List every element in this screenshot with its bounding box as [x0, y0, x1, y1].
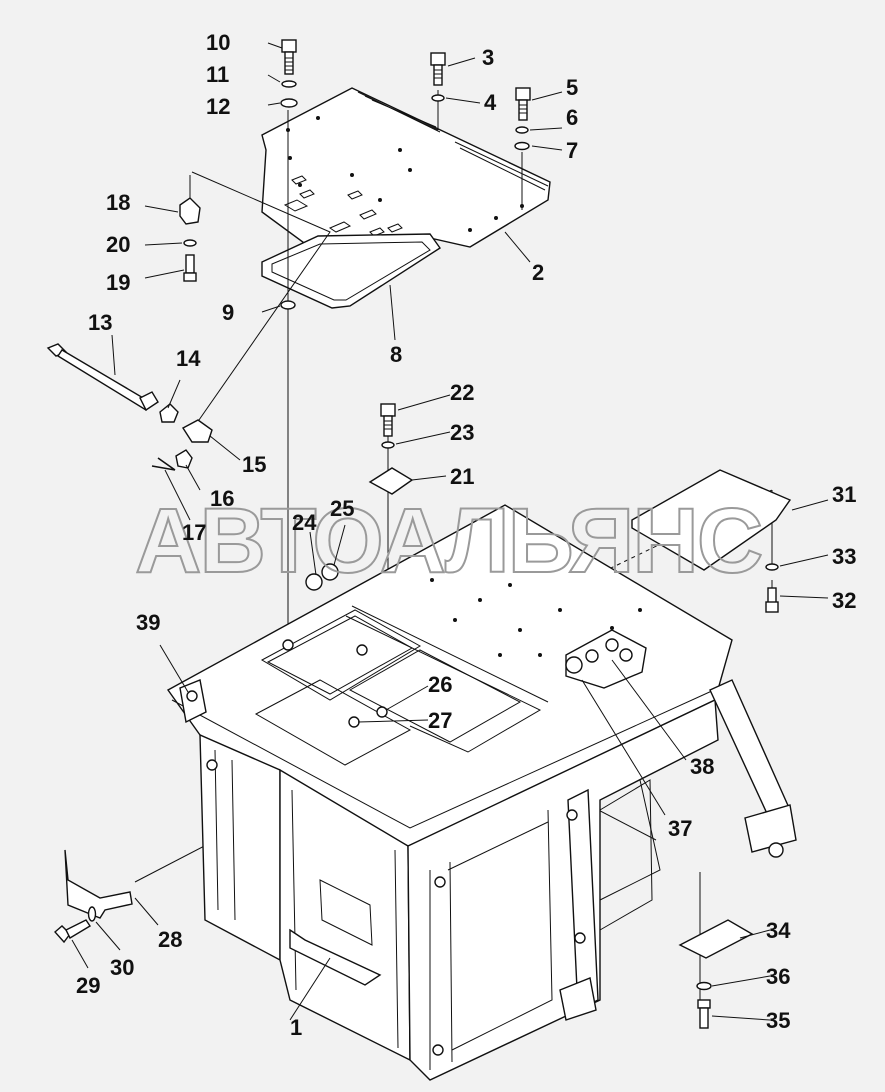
callout-38: 38	[690, 754, 714, 779]
bracket-18	[179, 175, 201, 225]
washer-33	[765, 563, 779, 571]
washer-11	[281, 80, 297, 88]
joint-15	[182, 419, 213, 443]
callout-5: 5	[566, 75, 578, 100]
bolt-35	[697, 999, 711, 1029]
callout-17: 17	[182, 520, 206, 545]
callout-37: 37	[668, 816, 692, 841]
washer-4	[431, 94, 445, 102]
callout-35: 35	[766, 1008, 790, 1033]
rod-13	[46, 343, 159, 412]
callout-28: 28	[158, 927, 182, 952]
bolt-22	[380, 403, 396, 437]
callout-7: 7	[566, 138, 578, 163]
pin-17	[151, 457, 176, 471]
watermark: АВТОАЛЬЯНС	[135, 490, 761, 592]
callout-21: 21	[450, 464, 474, 489]
callout-18: 18	[106, 190, 130, 215]
washer-36	[696, 981, 712, 991]
callout-33: 33	[832, 544, 856, 569]
callout-12: 12	[206, 94, 230, 119]
part-24	[305, 573, 323, 591]
bolt-29	[53, 919, 91, 944]
callout-11: 11	[206, 62, 229, 87]
callout-19: 19	[106, 270, 130, 295]
callout-20: 20	[106, 232, 130, 257]
callout-26: 26	[428, 672, 452, 697]
washer-9	[280, 300, 296, 310]
callout-39: 39	[136, 610, 160, 635]
callout-25: 25	[330, 496, 354, 521]
part-25	[321, 563, 339, 581]
bolt-5	[515, 87, 531, 121]
washer-30	[87, 906, 97, 922]
nut-14	[159, 403, 179, 423]
callout-3: 3	[482, 45, 494, 70]
callout-8: 8	[390, 342, 402, 367]
callout-6: 6	[566, 105, 578, 130]
nut-16	[175, 449, 193, 469]
callout-30: 30	[110, 955, 134, 980]
callout-34: 34	[766, 918, 791, 943]
bolt-10	[281, 39, 297, 75]
callout-36: 36	[766, 964, 790, 989]
callout-23: 23	[450, 420, 474, 445]
callout-10: 10	[206, 30, 230, 55]
bracket-28	[64, 849, 133, 919]
callout-27: 27	[428, 708, 452, 733]
callout-16: 16	[210, 486, 234, 511]
callout-2: 2	[532, 260, 544, 285]
callout-13: 13	[88, 310, 112, 335]
washer-6	[515, 126, 529, 134]
washer-23	[381, 441, 395, 449]
callout-14: 14	[176, 346, 201, 371]
opening-frame	[261, 233, 441, 309]
callout-9: 9	[222, 300, 234, 325]
callout-22: 22	[450, 380, 474, 405]
bolt-32	[765, 587, 779, 613]
callout-32: 32	[832, 588, 856, 613]
callout-24: 24	[292, 510, 317, 535]
plate-34	[678, 919, 754, 959]
callout-15: 15	[242, 452, 266, 477]
callout-labels: 1 2 3 4 5 6 7 8 9 10 11 12 13 14 15 16 1…	[76, 30, 856, 1040]
cover-plate-31	[631, 469, 792, 571]
washer-7	[514, 141, 530, 151]
washer-20	[183, 239, 197, 247]
callout-leaders	[71, 42, 829, 1021]
washer-12	[280, 98, 298, 108]
main-frame	[166, 504, 797, 1081]
callout-1: 1	[290, 1015, 302, 1040]
callout-4: 4	[484, 90, 497, 115]
bolt-19	[183, 254, 197, 282]
callout-31: 31	[832, 482, 856, 507]
floor-plate	[261, 87, 551, 263]
bolt-3	[430, 52, 446, 86]
callout-29: 29	[76, 973, 100, 998]
